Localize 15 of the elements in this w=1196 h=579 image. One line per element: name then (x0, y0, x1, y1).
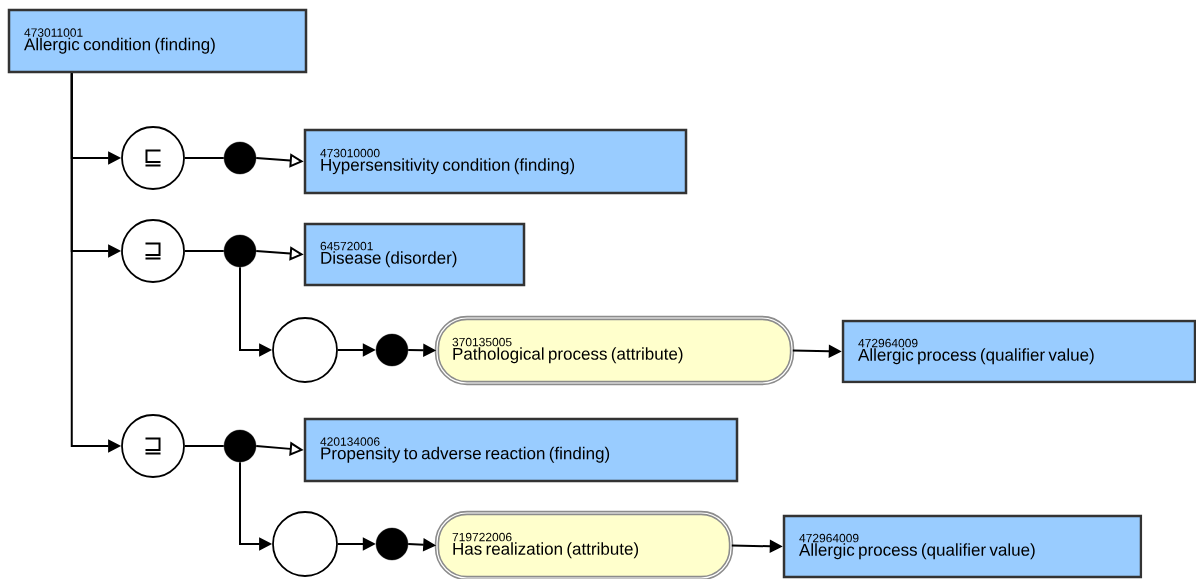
concept-box: 472964009 Allergic process (qualifier value) (782, 514, 1143, 579)
attribute-box: 370135005 Pathological process (attribute) (434, 315, 795, 386)
concept-box: 472964009 Allergic process (qualifier value) (841, 319, 1196, 384)
dot (375, 527, 409, 561)
empty-circle (272, 511, 338, 577)
concept-box: 473011001 Allergic condition (finding) (7, 8, 308, 74)
attribute-box: 719722006 Has realization (attribute) (434, 510, 734, 579)
dot (223, 234, 257, 268)
dot (223, 429, 257, 463)
dot (375, 333, 409, 367)
empty-circle (272, 317, 338, 383)
concept-box: 64572001 Disease (disorder) (303, 222, 526, 287)
concept-box: 420134006 Propensity to adverse reaction (finding) (303, 417, 739, 483)
dot (223, 141, 257, 175)
concept-box: 473010000 Hypersensitivity condition (finding) (303, 128, 688, 195)
